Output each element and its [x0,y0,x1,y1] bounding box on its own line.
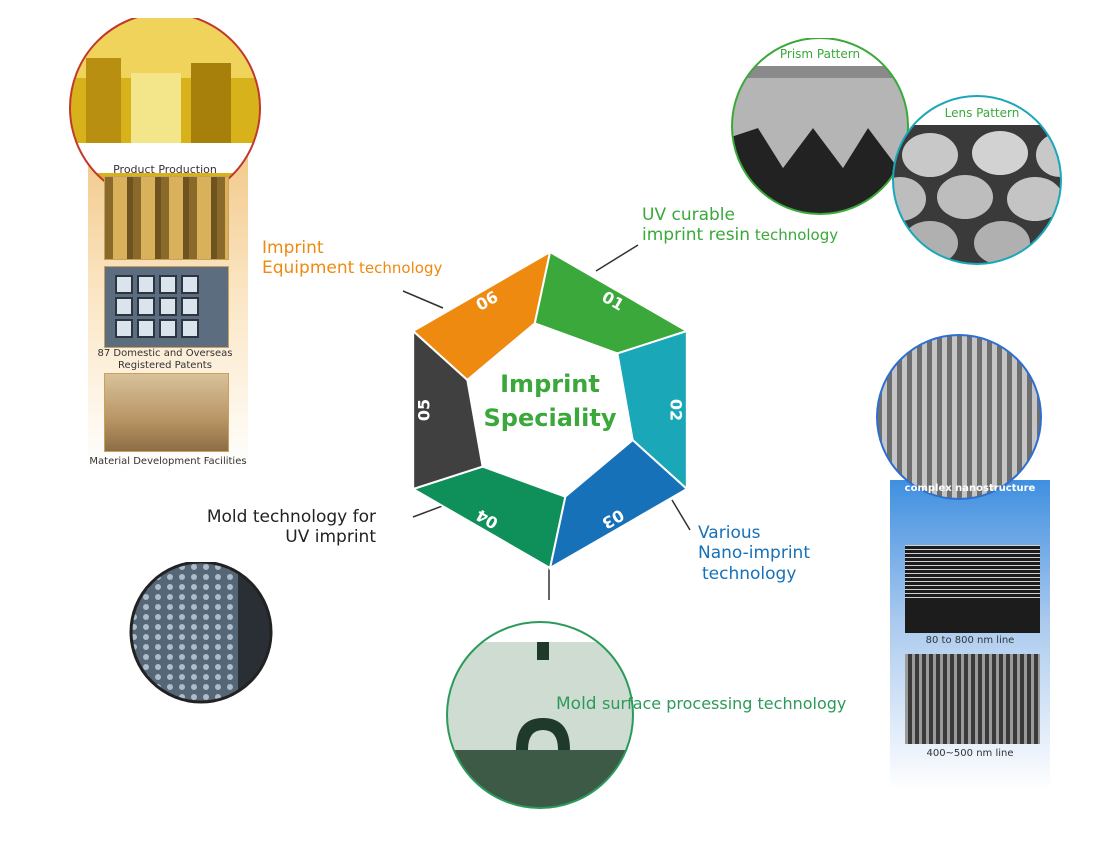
resin-label: UV curable imprint resin technology [642,205,839,246]
equipment-label: Imprint Equipment technology [262,238,443,279]
sem-pattern-image [905,654,1040,744]
complex-nanostructure-circle [876,334,1042,500]
center-title-line2: Speciality [484,404,617,432]
patents-wall-photo [104,266,229,348]
factory-photo [104,176,229,260]
complex-nanostructure-label: complex nanostructure [904,483,1036,494]
patents-label: 87 Domestic and Overseas Registered Pate… [97,348,233,371]
mold-technology-label: Mold technology for UV imprint [206,507,376,548]
production-facility-circle [69,18,261,200]
material-development-label: Material Development Facilities [89,456,247,467]
hex-number-05: 05 [415,399,434,421]
lab-photo [104,373,229,452]
lens-pattern-circle: Lens Pattern [892,95,1062,265]
center-title-line1: Imprint [500,370,600,398]
prism-pattern-label: Prism Pattern [780,47,860,61]
line-80-800-label: 80 to 800 nm line [925,635,1015,646]
sem-line-image [905,545,1040,633]
hex-segment-06 [411,250,552,382]
droplet-circle [446,621,634,809]
hex-number-02: 02 [667,399,686,421]
mold-photo-circle [129,562,273,704]
nano-imprint-label: Various Nano-imprint technology [698,523,810,584]
connector-lines [402,244,691,600]
surface-processing-label: Mold surface processing technology [556,694,847,714]
lens-pattern-label: Lens Pattern [945,106,1020,120]
line-400-500-label: 400~500 nm line [926,748,1014,759]
prism-pattern-circle: Prism Pattern [731,38,909,215]
